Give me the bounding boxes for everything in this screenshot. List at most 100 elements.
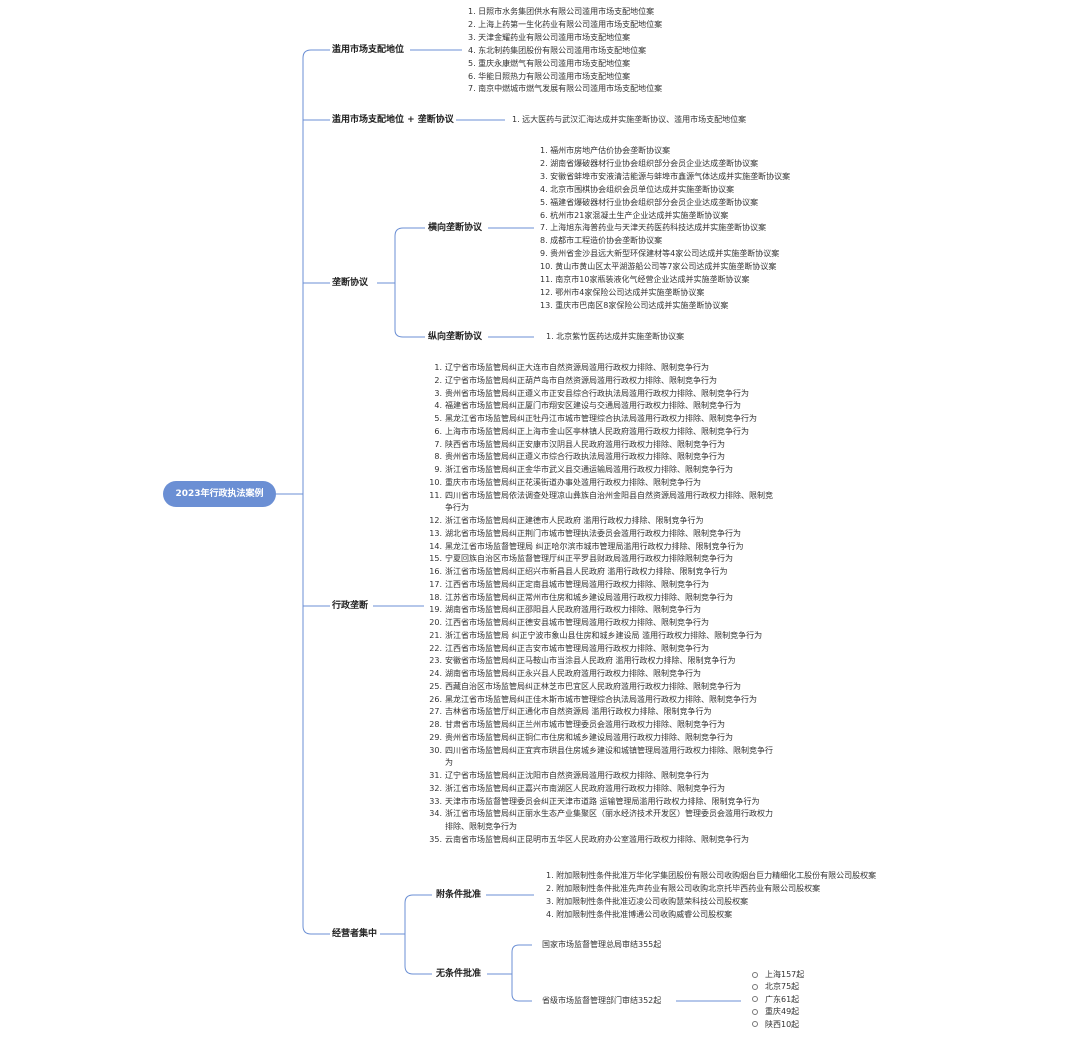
root-node[interactable]: 2023年行政执法案例 [163, 481, 276, 507]
item-text: 天津市市场监督管理委员会纠正天津市道路 运输管理局滥用行政权力排除、限制竞争行为 [445, 796, 760, 806]
item-number: 34. [429, 809, 442, 819]
item-text: 黑龙江省市场监管局纠正佳木斯市城市管理综合执法局滥用行政权力排除、限制竞争行为 [445, 694, 757, 704]
list-item: 15.宁夏回族自治区市场监督管理厅纠正平罗县财政局滥用行政权力排除限制竞争行为 [424, 553, 733, 566]
list-item: 16.浙江省市场监管局纠正绍兴市新昌县人民政府 滥用行政权力排除、限制竞争行为 [424, 566, 728, 579]
item-text: 浙江省市场监管局纠正绍兴市新昌县人民政府 滥用行政权力排除、限制竞争行为 [445, 567, 728, 576]
list-item: 8.贵州省市场监管局纠正遵义市综合行政执法局滥用行政权力排除、限制竞争行为 [424, 451, 725, 464]
list-item: 8. 成都市工程造价协会垄断协议案 [540, 236, 663, 246]
item-number: 19. [429, 605, 442, 615]
list-item: 17.江西省市场监管局纠正定南县城市管理局滥用行政权力排除、限制竞争行为 [424, 579, 709, 592]
item-text: 贵州省市场监管局纠正铜仁市住房和城乡建设局滥用行政权力排除、限制竞争行为 [445, 732, 733, 742]
item-text: 湖南省市场监管局纠正永兴县人民政府滥用行政权力排除、限制竞争行为 [445, 669, 701, 678]
province-label: 北京75起 [765, 982, 800, 992]
item-text: 湖北省市场监管局纠正荆门市城市管理执法委员会滥用行政权力排除、限制竞争行为 [445, 528, 741, 538]
list-item: 33.天津市市场监督管理委员会纠正天津市道路 运输管理局滥用行政权力排除、限制竞… [424, 796, 760, 809]
list-item: 13.湖北省市场监管局纠正荆门市城市管理执法委员会滥用行政权力排除、限制竞争行为 [424, 528, 741, 541]
list-item: 4. 北京市围棋协会组织会员单位达成并实施垄断协议案 [540, 184, 735, 194]
item-number: 28. [429, 720, 442, 729]
item-number: 23. [429, 656, 442, 666]
item-text: 甘肃省市场监管局纠正兰州市城市管理委员会滥用行政权力排除、限制竞争行为 [445, 720, 725, 729]
list-item: 9. 贵州省金沙县远大新型环保建材等4家公司达成并实施垄断协议案 [540, 249, 780, 259]
branch-merger-control[interactable]: 经营者集中 [332, 929, 378, 939]
item-number: 16. [429, 567, 442, 576]
province-item: 重庆49起 [752, 1006, 799, 1018]
branch-conditional-approval[interactable]: 附条件批准 [436, 890, 482, 900]
province-label: 广东61起 [765, 994, 800, 1004]
province-label: 重庆49起 [765, 1007, 800, 1017]
province-item: 上海157起 [752, 969, 804, 981]
list-item: 1.辽宁省市场监管局纠正大连市自然资源局滥用行政权力排除、限制竞争行为 [424, 362, 709, 375]
item-text: 辽宁省市场监管局纠正沈阳市自然资源局滥用行政权力排除、限制竞争行为 [445, 771, 709, 780]
branch-abuse-and-monopoly[interactable]: 滥用市场支配地位 + 垄断协议 [332, 115, 454, 125]
list-item: 1. 北京紫竹医药达成并实施垄断协议案 [546, 332, 685, 341]
item-text: 吉林省市场监管厅纠正通化市自然资源局 滥用行政权力排除、限制竞争行为 [445, 707, 712, 717]
item-text: 辽宁省市场监管局纠正大连市自然资源局滥用行政权力排除、限制竞争行为 [445, 363, 709, 372]
list-item: 32.浙江省市场监管局纠正嘉兴市南湖区人民政府滥用行政权力排除、限制竞争行为 [424, 783, 725, 796]
list-item: 11. 南京市10家瓶装液化气经营企业达成并实施垄断协议案 [540, 275, 750, 284]
list-item: 21.浙江省市场监管局 纠正宁波市象山县住房和城乡建设局 滥用行政权力排除、限制… [424, 630, 762, 643]
item-number: 3. [434, 388, 442, 398]
item-number: 32. [429, 783, 442, 793]
list-item: 27.吉林省市场监管厅纠正通化市自然资源局 滥用行政权力排除、限制竞争行为 [424, 706, 712, 719]
item-text: 四川省市场监管局依法调查处理凉山彝族自治州金阳县自然资源局滥用行政权力排除、限制… [445, 490, 773, 500]
bullet-icon [752, 983, 758, 990]
list-item: 3. 天津金耀药业有限公司滥用市场支配地位案 [468, 32, 631, 42]
list-item: 3.贵州省市场监管局纠正遵义市正安县综合行政执法局滥用行政权力排除、限制竞争行为 [424, 388, 749, 401]
item-number: 15. [429, 554, 442, 564]
list-item: 18.江苏省市场监管局纠正常州市住房和城乡建设局滥用行政权力排除、限制竞争行为 [424, 592, 733, 605]
item-number: 7. [434, 439, 442, 449]
list-item: 4. 附加限制性条件批准博通公司收购威睿公司股权案 [546, 909, 733, 919]
item-number: 33. [429, 796, 442, 806]
branch-unconditional-approval[interactable]: 无条件批准 [436, 969, 482, 979]
branch-monopoly-agreement[interactable]: 垄断协议 [332, 278, 369, 288]
item-number: 5. [434, 414, 442, 423]
list-item: 5. 福建省爆破器材行业协会组织部分会员企业达成垄断协议案 [540, 197, 759, 207]
list-item: 24.湖南省市场监管局纠正永兴县人民政府滥用行政权力排除、限制竞争行为 [424, 668, 701, 681]
list-item: 5.黑龙江省市场监管局纠正牡丹江市城市管理综合执法局滥用行政权力排除、限制竞争行… [424, 413, 757, 426]
bullet-icon [752, 971, 758, 978]
list-item: 6. 华能日照热力有限公司滥用市场支配地位案 [468, 71, 631, 81]
item-number: 17. [429, 579, 442, 589]
item-number: 1. [434, 363, 442, 372]
list-item: 11.四川省市场监管局依法调查处理凉山彝族自治州金阳县自然资源局滥用行政权力排除… [424, 490, 773, 503]
item-number: 27. [429, 707, 442, 717]
branch-administrative-monopoly[interactable]: 行政垄断 [332, 601, 369, 611]
item-text: 陕西省市场监管局纠正安康市汉阴县人民政府滥用行政权力排除、限制竞争行为 [445, 439, 725, 449]
branch-horizontal-agreement[interactable]: 横向垄断协议 [428, 223, 483, 233]
item-number: 12. [429, 516, 442, 525]
list-item: 6.上海市市场监管局纠正上海市金山区亭林镇人民政府滥用行政权力排除、限制竞争行为 [424, 426, 749, 439]
item-text: 云南省市场监管局纠正昆明市五华区人民政府办公室滥用行政权力排除、限制竞争行为 [445, 834, 749, 844]
item-text: 黑龙江省市场监督管理局 纠正哈尔滨市城市管理局滥用行政权力排除、限制竞争行为 [445, 541, 744, 551]
item-number: 14. [429, 541, 442, 551]
list-item: 4.福建省市场监管局纠正厦门市翔安区建设与交通局滥用行政权力排除、限制竞争行为 [424, 400, 741, 413]
item-number: 21. [429, 630, 442, 640]
list-item: 26.黑龙江省市场监管局纠正佳木斯市城市管理综合执法局滥用行政权力排除、限制竞争… [424, 694, 757, 707]
item-number: 9. [434, 465, 442, 474]
item-number: 20. [429, 618, 442, 627]
item-text-continued-text: 排除、限制竞争行为 [445, 822, 517, 831]
list-item: 22.江西省市场监管局纠正吉安市城市管理局滥用行政权力排除、限制竞争行为 [424, 643, 709, 656]
item-text: 贵州省市场监管局纠正遵义市综合行政执法局滥用行政权力排除、限制竞争行为 [445, 452, 725, 462]
list-item: 1. 福州市房地产估价协会垄断协议案 [540, 146, 671, 155]
item-text: 浙江省市场监管局纠正嘉兴市南湖区人民政府滥用行政权力排除、限制竞争行为 [445, 783, 725, 793]
list-item: 1. 附加限制性条件批准万华化学集团股份有限公司收购烟台巨力精细化工股份有限公司… [546, 871, 877, 880]
item-number: 25. [429, 681, 442, 691]
item-text: 江西省市场监管局纠正定南县城市管理局滥用行政权力排除、限制竞争行为 [445, 579, 709, 589]
list-item: 9.浙江省市场监管局纠正金华市武义县交通运输局滥用行政权力排除、限制竞争行为 [424, 464, 733, 477]
branch-abuse-dominance[interactable]: 滥用市场支配地位 [332, 45, 405, 55]
list-item: 10. 黄山市黄山区太平湖游船公司等7家公司达成并实施垄断协议案 [540, 262, 777, 272]
list-item: 6. 杭州市21家混凝土生产企业达成并实施垄断协议案 [540, 210, 729, 220]
list-item: 7.陕西省市场监管局纠正安康市汉阴县人民政府滥用行政权力排除、限制竞争行为 [424, 439, 725, 452]
list-item: 19.湖南省市场监管局纠正邵阳县人民政府滥用行政权力排除、限制竞争行为 [424, 604, 701, 617]
list-item: 29.贵州省市场监管局纠正铜仁市住房和城乡建设局滥用行政权力排除、限制竞争行为 [424, 732, 733, 745]
item-text-continued: 排除、限制竞争行为 [424, 821, 517, 834]
list-item: 1. 日照市水务集团供水有限公司滥用市场支配地位案 [468, 7, 655, 16]
item-text: 江西省市场监管局纠正吉安市城市管理局滥用行政权力排除、限制竞争行为 [445, 643, 709, 653]
item-number: 11. [429, 490, 442, 500]
bullet-icon [752, 996, 758, 1003]
branch-vertical-agreement[interactable]: 纵向垄断协议 [428, 332, 483, 342]
province-label: 陕西10起 [765, 1019, 800, 1029]
item-number: 4. [434, 401, 442, 411]
item-number: 2. [434, 375, 442, 385]
item-text: 浙江省市场监管局纠正建德市人民政府 滥用行政权力排除、限制竞争行为 [445, 516, 704, 525]
